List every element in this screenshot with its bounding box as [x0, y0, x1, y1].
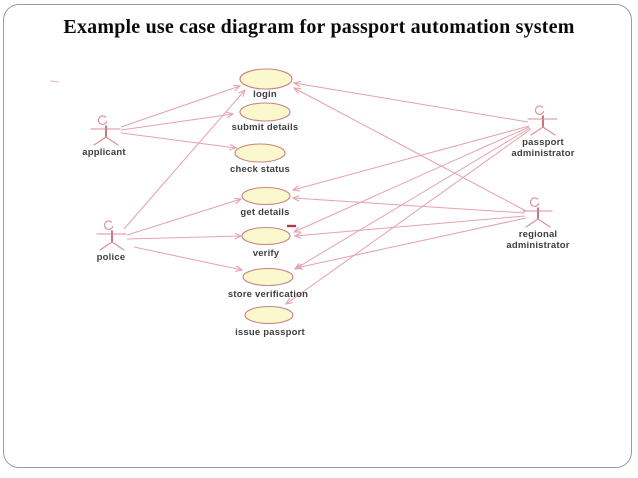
actor-label-police: police — [96, 252, 126, 263]
usecase-label-store-verification: store verification — [227, 289, 309, 300]
actor-head-applicant — [97, 115, 108, 125]
usecase-label-get-details: get details — [240, 207, 290, 218]
actor-leg-left-regional-administrator — [525, 218, 539, 228]
actor-leg-left-passport-administrator — [530, 126, 544, 136]
actor-leg-right-police — [111, 241, 125, 251]
edge-passport-administrator-to-store-verification — [295, 127, 531, 269]
edge-police-to-verify — [126, 236, 241, 240]
edge-passport-administrator-to-get-details — [293, 125, 530, 190]
usecase-ellipse-check-status — [234, 143, 286, 163]
edge-applicant-to-check-status — [120, 132, 236, 148]
edge-passport-administrator-to-login — [294, 83, 529, 123]
usecase-ellipse-login — [239, 68, 293, 90]
usecase-ellipse-submit-details — [239, 102, 291, 122]
edge-applicant-to-submit-details — [120, 114, 233, 131]
actor-figure-regional-administrator — [522, 197, 553, 228]
mark-faint-dash — [49, 80, 60, 83]
slide-frame — [3, 4, 632, 468]
actor-figure-passport-administrator — [527, 105, 558, 136]
edge-passport-administrator-to-verify — [294, 126, 530, 232]
usecase-label-check-status: check status — [230, 164, 290, 175]
usecase-label-submit-details: submit details — [231, 122, 299, 133]
actor-figure-applicant — [90, 115, 121, 146]
edge-police-to-get-details — [126, 199, 241, 236]
actor-leg-right-applicant — [105, 136, 119, 146]
actor-leg-left-applicant — [93, 136, 107, 146]
actor-head-police — [103, 220, 114, 230]
edge-regional-administrator-to-store-verification — [296, 217, 527, 268]
edge-regional-administrator-to-login — [294, 88, 527, 212]
usecase-ellipse-issue-passport — [244, 305, 294, 325]
edge-applicant-to-login — [120, 86, 240, 128]
usecase-label-login: login — [253, 89, 277, 100]
actor-head-passport-administrator — [534, 105, 545, 115]
actor-leg-left-police — [99, 241, 113, 251]
actor-figure-police — [96, 220, 127, 251]
usecase-ellipse-verify — [241, 226, 291, 246]
edge-police-to-store-verification — [133, 246, 242, 270]
slide-title: Example use case diagram for passport au… — [63, 16, 575, 38]
edge-regional-administrator-to-get-details — [293, 198, 526, 214]
usecase-ellipse-get-details — [241, 186, 291, 206]
actor-label-passport-administrator: passport administrator — [511, 137, 575, 160]
actor-leg-right-passport-administrator — [542, 126, 556, 136]
actor-head-regional-administrator — [529, 197, 540, 207]
edge-passport-administrator-to-issue-passport — [286, 128, 532, 304]
actor-leg-right-regional-administrator — [537, 218, 551, 228]
edge-police-to-login — [123, 90, 245, 230]
edge-regional-administrator-to-verify — [295, 215, 526, 236]
usecase-label-verify: verify — [252, 248, 280, 259]
actor-label-regional-administrator: regional administrator — [506, 229, 570, 252]
usecase-ellipse-store-verification — [242, 267, 294, 287]
actor-label-applicant: applicant — [82, 147, 126, 158]
usecase-label-issue-passport: issue passport — [235, 327, 305, 338]
